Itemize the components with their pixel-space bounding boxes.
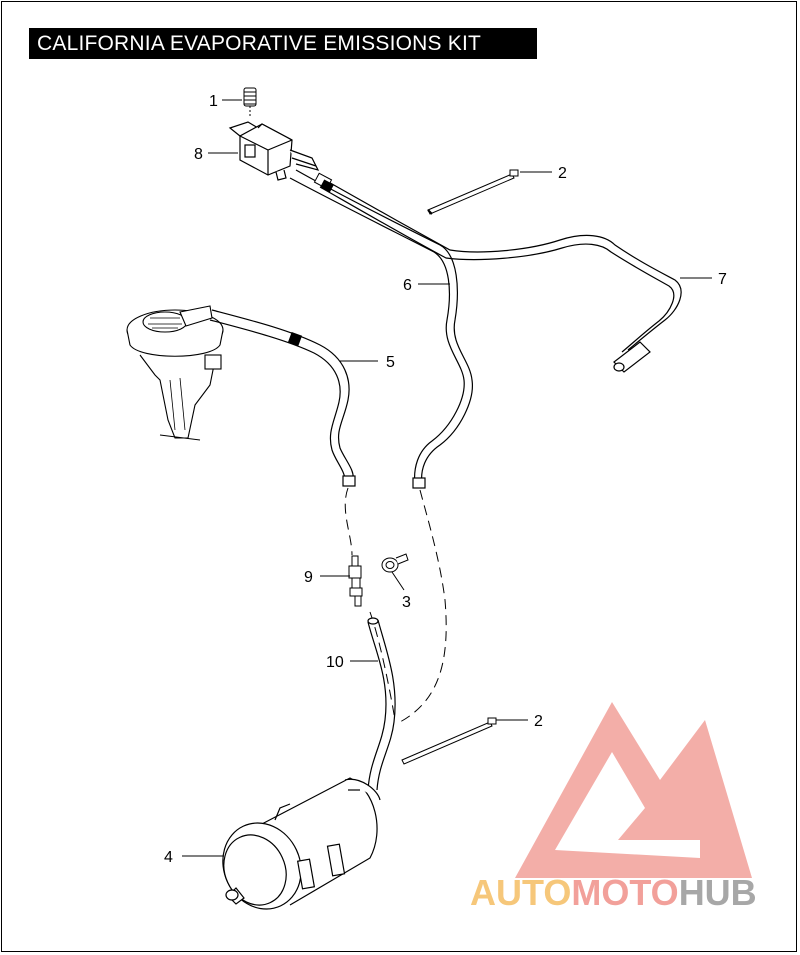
callout-3: 3 — [402, 594, 411, 611]
callout-labels: 1 8 2 6 7 5 9 3 10 2 4 — [164, 93, 727, 866]
callout-4: 4 — [164, 849, 173, 866]
part-2-cable-strap-upper — [427, 169, 519, 215]
watermark-auto: AUTOMOTOHUB — [470, 872, 757, 913]
fuel-pump-assembly — [126, 305, 224, 441]
hose-connectors — [313, 172, 334, 193]
part-1-screw — [243, 87, 257, 118]
callout-5: 5 — [386, 354, 395, 371]
hose-5 — [209, 309, 356, 487]
watermark-bar — [640, 820, 690, 840]
hose-10 — [367, 617, 396, 791]
hose-7 — [319, 179, 682, 373]
callout-10: 10 — [326, 654, 344, 671]
callout-8: 8 — [194, 146, 203, 163]
callout-2-upper: 2 — [558, 165, 567, 182]
callout-7: 7 — [718, 271, 727, 288]
watermark-cutout — [555, 752, 700, 858]
hose-6 — [289, 169, 473, 489]
part-8-valve — [228, 121, 320, 181]
callout-1: 1 — [209, 93, 218, 110]
callout-2-lower: 2 — [534, 713, 543, 730]
watermark-logo — [515, 702, 752, 878]
hose-5-connector — [287, 331, 303, 347]
watermark-text-auto: AUTO — [470, 872, 571, 913]
callout-9: 9 — [304, 569, 313, 586]
part-3-clamp — [381, 553, 409, 573]
part-2-cable-strap-lower — [401, 717, 497, 765]
watermark-text-moto: MOTO — [571, 872, 678, 913]
callout-6: 6 — [403, 277, 412, 294]
watermark-text-hub: HUB — [679, 872, 757, 913]
diagram-title: CALIFORNIA EVAPORATIVE EMISSIONS KIT — [29, 28, 537, 59]
part-4-canister — [222, 777, 381, 910]
dashed-routing — [344, 487, 447, 723]
watermark-text: AUTOMOTOHUB — [470, 872, 757, 913]
leader-lines — [182, 99, 712, 857]
part-9-fitting — [348, 555, 363, 607]
